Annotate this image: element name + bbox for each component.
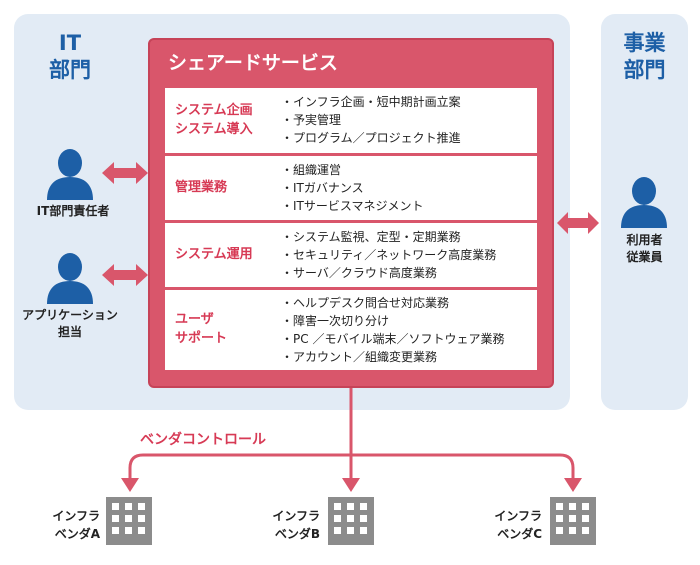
list-item: PC ／モバイル端末／ソフトウェア業務 (281, 330, 504, 348)
double-arrow-icon (557, 212, 599, 234)
double-arrow-icon (102, 162, 148, 184)
list-item: 組織運営 (281, 161, 424, 179)
it-dept-title-line2: 部門 (49, 58, 91, 82)
vendor-c-label: インフラ ベンダC (494, 509, 542, 541)
service-row-items: ヘルプデスク問合せ対応業務 障害一次切り分け PC ／モバイル端末／ソフトウェア… (281, 294, 504, 366)
list-item: インフラ企画・短中期計画立案 (281, 93, 461, 111)
list-item: セキュリティ／ネットワーク高度業務 (281, 246, 496, 264)
employee-person-icon (621, 177, 667, 228)
list-item: 障害一次切り分け (281, 312, 504, 330)
service-row-user-support: ユーザ サポート ヘルプデスク問合せ対応業務 障害一次切り分け PC ／モバイル… (165, 290, 537, 370)
list-item: ITガバナンス (281, 179, 424, 197)
list-item: 予実管理 (281, 111, 461, 129)
list-item: ヘルプデスク問合せ対応業務 (281, 294, 504, 312)
service-row-title: 管理業務 (175, 180, 228, 195)
it-manager-label: IT部門責任者 (36, 204, 110, 218)
building-icon (106, 497, 152, 545)
list-item: プログラム／プロジェクト推進 (281, 129, 461, 147)
business-dept-title-line1: 事業 (623, 31, 666, 55)
vendor-b-label: インフラ ベンダB (272, 509, 320, 541)
it-dept-title-line1: IT (58, 31, 82, 55)
shared-services-box: シェアードサービス システム企画 システム導入 インフラ企画・短中期計画立案 予… (148, 38, 554, 388)
it-dept-title: IT 部門 (30, 30, 110, 84)
double-arrow-icon (102, 264, 148, 286)
shared-services-title: シェアードサービス (168, 52, 338, 74)
service-row-items: インフラ企画・短中期計画立案 予実管理 プログラム／プロジェクト推進 (281, 93, 461, 147)
service-row-title: システム運用 (175, 247, 253, 262)
it-manager-person-icon (47, 149, 93, 200)
service-row-title: システム企画 システム導入 (175, 103, 253, 137)
service-row-operations: システム運用 システム監視、定型・定期業務 セキュリティ／ネットワーク高度業務 … (165, 223, 537, 287)
list-item: ITサービスマネジメント (281, 197, 424, 215)
service-row-management: 管理業務 組織運営 ITガバナンス ITサービスマネジメント (165, 156, 537, 220)
list-item: サーバ／クラウド高度業務 (281, 264, 496, 282)
building-icon (550, 497, 596, 545)
list-item: システム監視、定型・定期業務 (281, 228, 496, 246)
service-row-items: システム監視、定型・定期業務 セキュリティ／ネットワーク高度業務 サーバ／クラウ… (281, 228, 496, 282)
vendor-a-label: インフラ ベンダA (52, 509, 100, 541)
service-row-title: ユーザ サポート (175, 312, 228, 346)
app-owner-label: アプリケーション 担当 (22, 308, 118, 339)
service-row-items: 組織運営 ITガバナンス ITサービスマネジメント (281, 161, 424, 215)
app-owner-person-icon (47, 253, 93, 304)
employee-label: 利用者 従業員 (626, 233, 663, 264)
list-item: アカウント／組織変更業務 (281, 348, 504, 366)
business-dept-title-line2: 部門 (623, 58, 666, 82)
building-icon (328, 497, 374, 545)
vendor-control-label: ベンダコントロール (140, 432, 266, 448)
service-row-planning: システム企画 システム導入 インフラ企画・短中期計画立案 予実管理 プログラム／… (165, 88, 537, 153)
business-dept-title: 事業 部門 (601, 30, 688, 84)
